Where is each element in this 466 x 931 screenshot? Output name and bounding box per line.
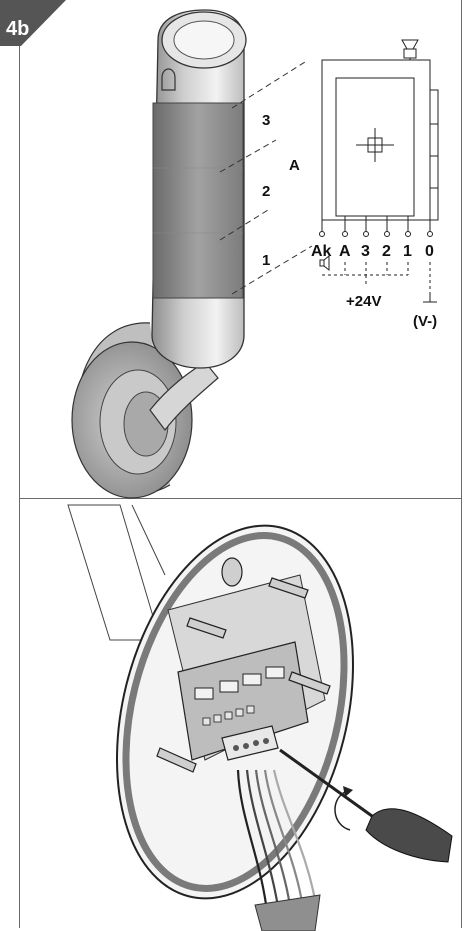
screwdriver-handle [365,808,453,863]
terminal-2-dot [384,231,390,237]
schematic-contact-4 [429,187,439,221]
segment-label-1: 1 [262,252,270,269]
mounting-studs [156,557,331,773]
light-segments [152,102,244,299]
component-1 [202,717,211,726]
component-3 [224,711,233,720]
terminal-a-dot [342,231,348,237]
speaker-icon-cone [323,254,330,272]
tower-cap-inner [173,20,235,60]
leader-3 [219,139,277,173]
rotation-arrowhead [343,786,353,797]
tower-edge-line [131,504,166,576]
schematic-contact-2 [429,123,439,157]
board-components [202,705,255,726]
badge-text: 4b [6,18,29,40]
schematic-contact-3 [429,155,439,189]
tower-body-rear [67,504,161,641]
component-5 [246,705,255,714]
wiring-detail-illustration [67,504,453,931]
terminal-screw-4 [263,738,269,744]
stud-top-right [268,577,309,599]
terminal-screw-2 [243,743,249,749]
wire-2 [245,769,282,921]
connector-4 [265,666,285,679]
figure-frame [19,0,462,928]
signal-tower-illustration [71,9,247,499]
wiring-schematic [319,39,439,303]
segment-leader-lines [219,61,313,295]
terminal-screw-3 [253,740,259,746]
mounting-arm [149,361,219,431]
terminal-block [221,725,279,761]
schematic-module [335,77,415,217]
terminal-ak-dot [319,231,325,237]
terminal-label-3: 3 [361,243,370,260]
cable-sheath [254,894,321,931]
speaker-icon [319,259,325,267]
rotation-arrow-icon [334,791,351,831]
wire-3 [254,769,294,919]
stud-top-left [186,617,227,639]
buzzer-symbol [403,48,417,59]
figure-badge: 4b [0,0,66,46]
housing-seal [122,532,348,892]
connector-2 [219,680,239,693]
schematic-contact-1 [429,89,439,125]
terminal-3-dot [363,231,369,237]
terminal-label-2: 2 [382,243,391,260]
terminal-label-1: 1 [403,243,412,260]
leader-1 [231,245,313,295]
buzzer-symbol-horn [401,39,419,50]
connector-1 [194,687,214,700]
screwdriver-shaft [279,748,373,818]
terminal-label-ak: Ak [311,243,332,260]
connector-3 [242,673,262,686]
terminal-screws [233,738,269,751]
housing-boss [221,557,243,587]
component-2 [213,714,222,723]
terminal-screw-1 [233,745,239,751]
section-divider [20,498,461,499]
wire-bundle [236,769,318,921]
wire-1 [236,769,270,921]
badge-shape [0,0,66,46]
supply-negative-label: (V-) [413,313,437,330]
terminal-1-dot [405,231,411,237]
stud-right [288,671,331,695]
terminal-label-a: A [339,243,351,260]
leader-top [231,61,306,109]
wire-5 [272,769,318,906]
stud-left [156,747,197,773]
board-connectors [194,666,285,700]
wire-4 [263,769,306,915]
group-label-a: A [289,157,300,174]
segment-label-3: 3 [262,112,270,129]
supply-positive-label: +24V [346,293,381,310]
terminal-label-0: 0 [425,243,434,260]
segment-label-2: 2 [262,183,270,200]
component-4 [235,708,244,717]
buzzer-opening [161,68,176,91]
terminal-0-dot [427,231,433,237]
